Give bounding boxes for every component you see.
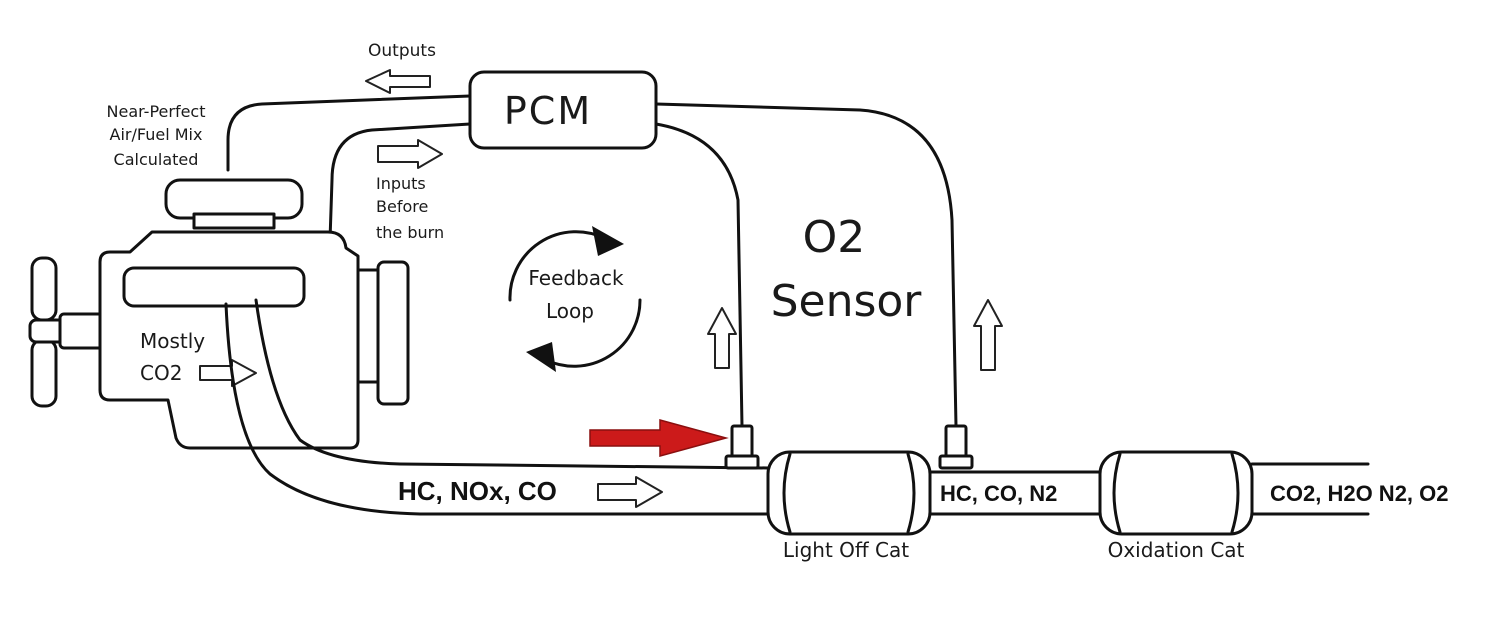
- oxidation-cat-label: Oxidation Cat: [1108, 538, 1245, 562]
- inputs-arrow-icon: [377, 139, 443, 169]
- feedback-loop-label: Feedback Loop: [528, 266, 624, 323]
- near-perfect-line-1: Near-Perfect: [107, 102, 206, 121]
- wire-pcm-to-mix-label: [226, 94, 472, 172]
- near-perfect-label: Near-Perfect Air/Fuel Mix Calculated: [107, 102, 206, 169]
- cycle-arrows-icon: [508, 226, 642, 372]
- exhaust-flow-arrow-icon: [597, 476, 663, 508]
- mostly-co2-line-1: Mostly: [140, 329, 205, 353]
- wire-pcm-to-sensor-2: [654, 102, 958, 428]
- inputs-line-1: Inputs: [376, 174, 426, 193]
- wire-pcm-to-engine: [328, 122, 472, 242]
- inputs-label: Inputs Before the burn: [376, 174, 444, 242]
- feedback-line-1: Feedback: [528, 266, 624, 290]
- light-off-cat-label: Light Off Cat: [783, 538, 909, 562]
- pcm-label: PCM: [504, 89, 592, 133]
- wire-pcm-to-sensor-1: [654, 122, 744, 428]
- sensor-up-arrow-icon-2: [973, 299, 1003, 371]
- inputs-line-3: the burn: [376, 223, 444, 242]
- pcm-wires: [226, 94, 958, 428]
- near-perfect-line-2: Air/Fuel Mix: [110, 125, 203, 144]
- mostly-co2-line-2: CO2: [140, 361, 182, 385]
- o2-sensor-upstream: [724, 424, 760, 470]
- exhaust-pipe: [224, 298, 1370, 516]
- pcm-box: PCM: [468, 70, 658, 150]
- o2-sensor-line-1: O2: [803, 212, 866, 263]
- near-perfect-line-3: Calculated: [114, 150, 199, 169]
- outputs-arrow-icon: [365, 69, 431, 94]
- sensor-up-arrow-icon-1: [707, 307, 737, 369]
- o2-sensor-line-2: Sensor: [771, 276, 923, 327]
- inputs-line-2: Before: [376, 197, 428, 216]
- mostly-co2-label: Mostly CO2: [140, 329, 205, 385]
- engine-block-icon: [28, 178, 410, 450]
- hc-nox-co-label: HC, NOx, CO: [398, 476, 557, 506]
- feedback-line-2: Loop: [546, 299, 594, 323]
- o2-sensor-label: O2 Sensor: [771, 212, 923, 327]
- oxidation-cat: [1098, 450, 1254, 536]
- hc-co-n2-label: HC, CO, N2: [940, 481, 1057, 506]
- outputs-label: Outputs: [368, 41, 436, 61]
- red-arrow-icon: [589, 419, 729, 457]
- o2-sensor-downstream: [938, 424, 974, 470]
- light-off-cat: [766, 450, 932, 536]
- co2-h2o-n2-o2-label: CO2, H2O N2, O2: [1270, 481, 1449, 506]
